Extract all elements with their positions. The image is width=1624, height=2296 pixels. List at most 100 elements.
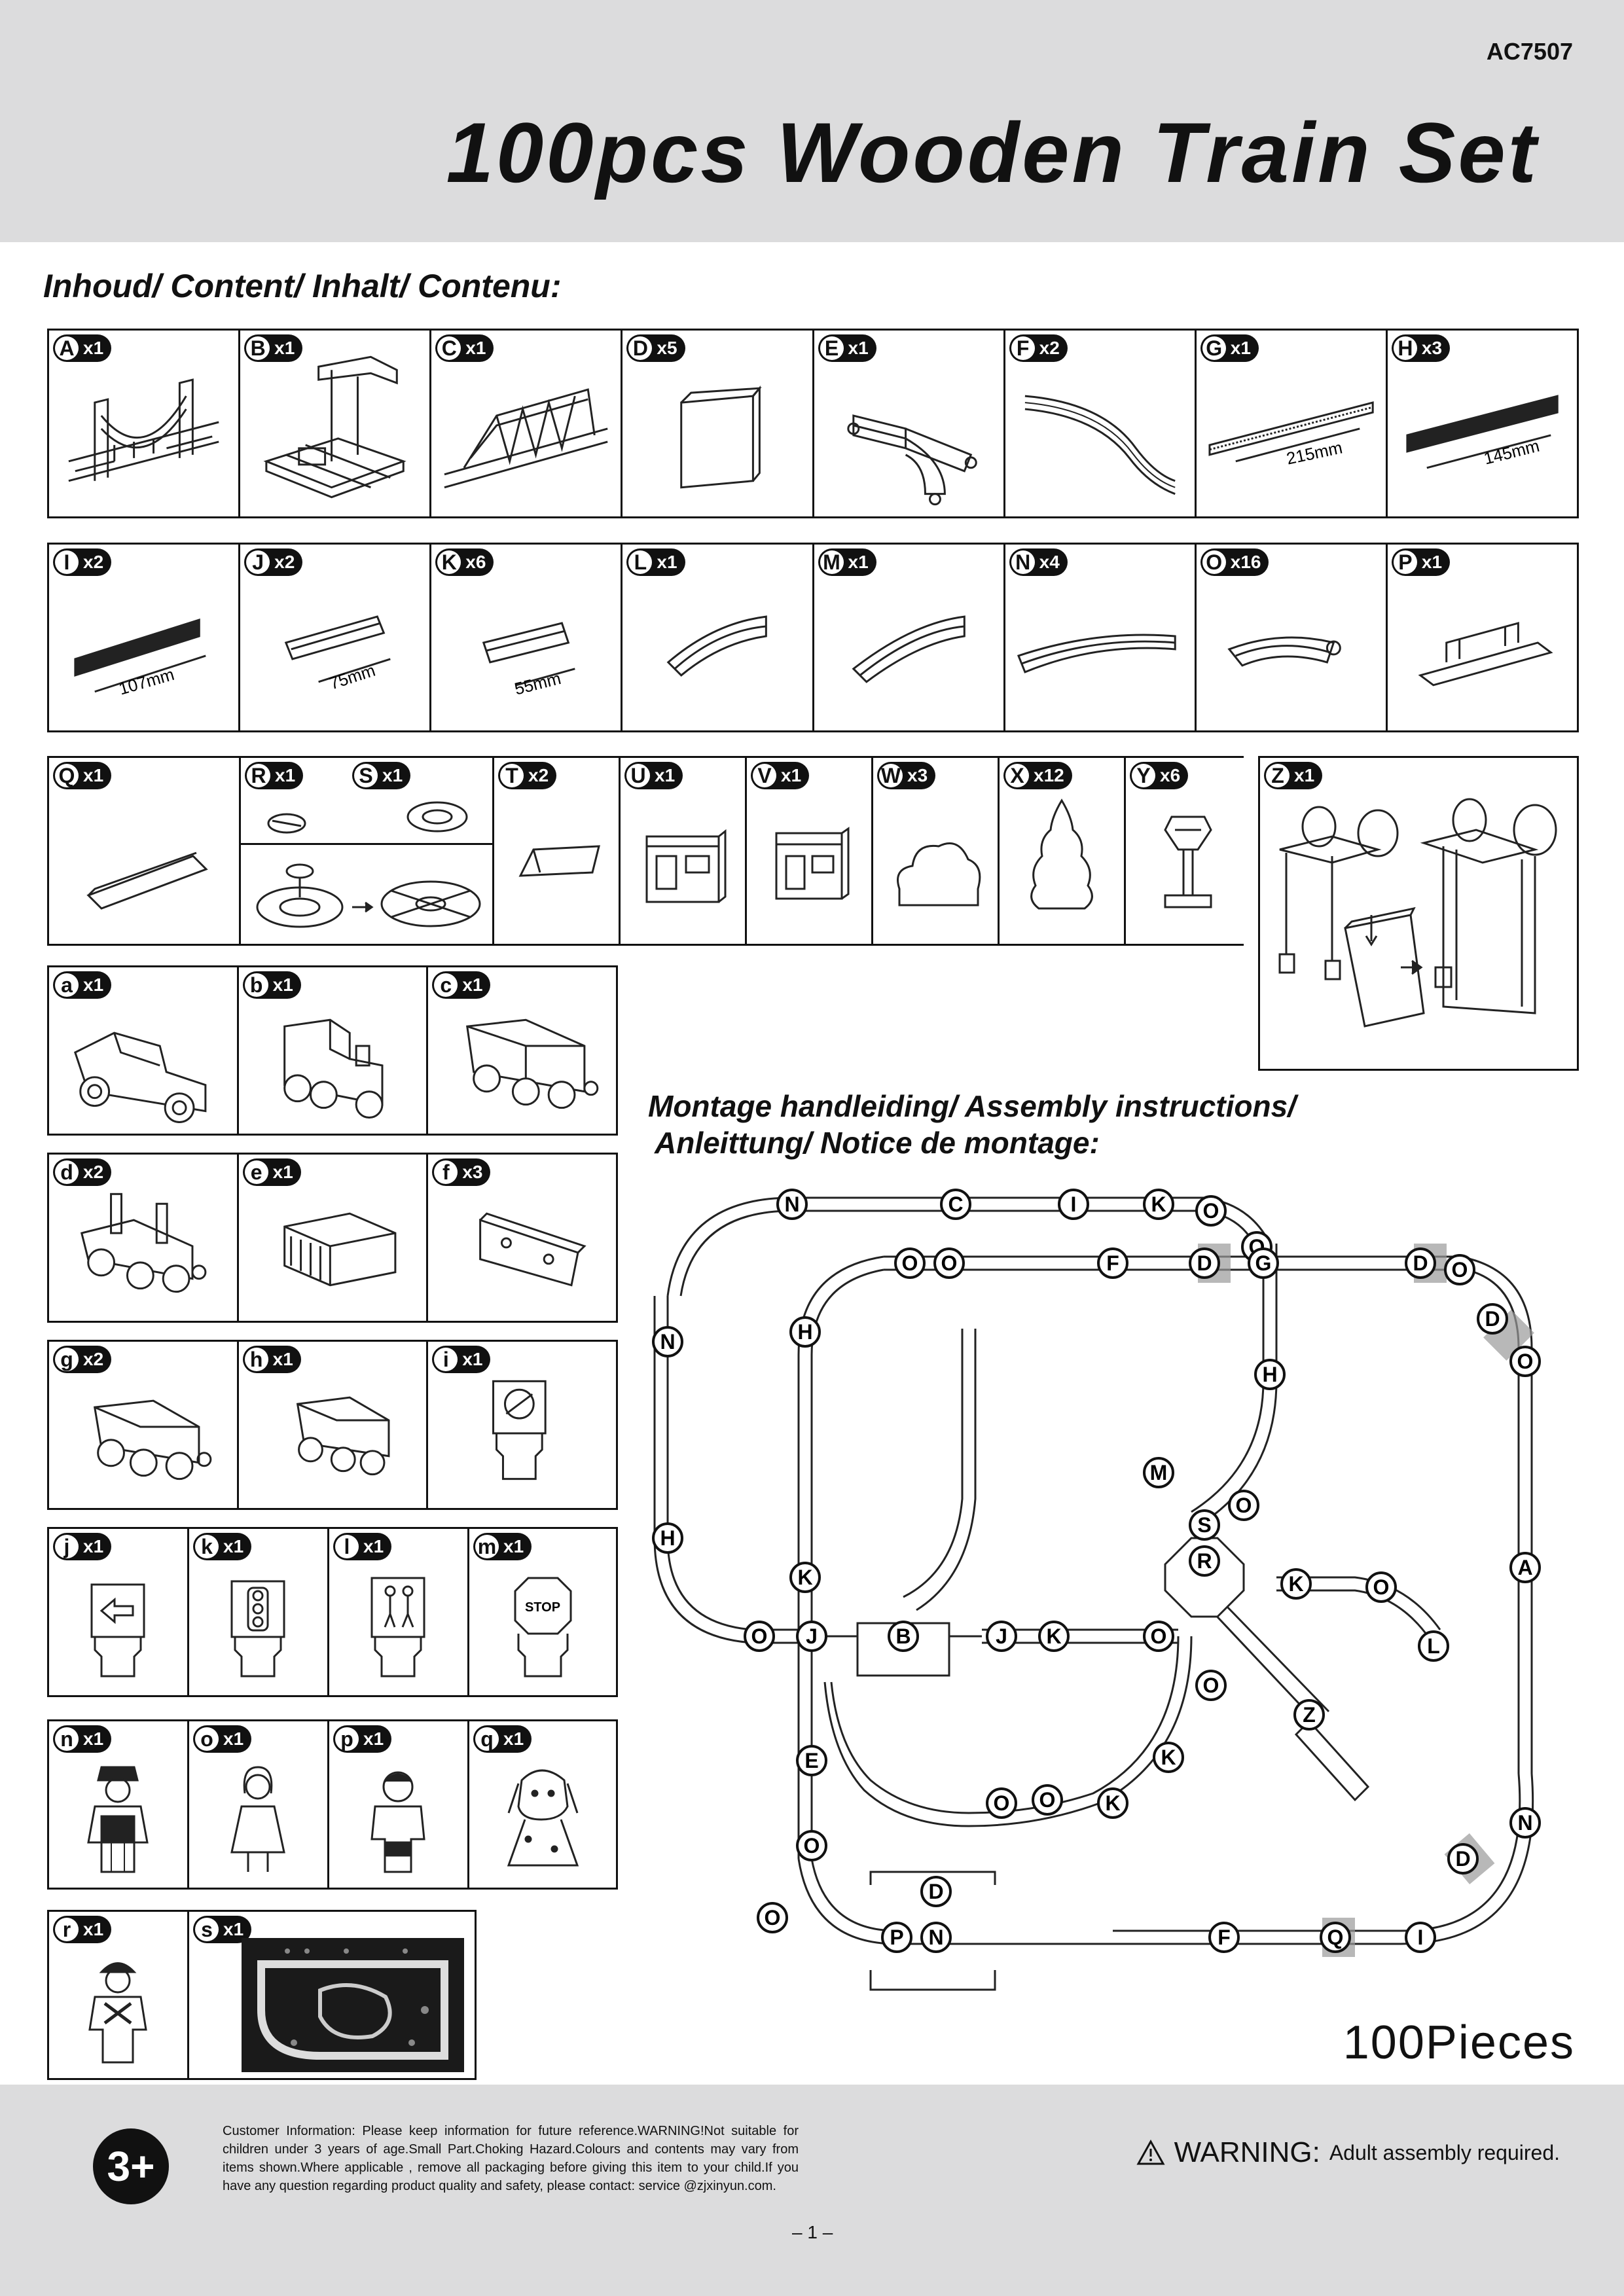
track-label-circle xyxy=(888,1621,919,1652)
track-label-circle xyxy=(1143,1189,1174,1220)
block-icon xyxy=(680,386,763,489)
track-label: O xyxy=(1452,1258,1468,1282)
assembly-heading: Montage handleiding/ Assembly instructio… xyxy=(648,1088,1296,1161)
track-label: K xyxy=(1288,1572,1303,1596)
product-title: 100pcs Wooden Train Set xyxy=(446,105,1539,200)
boy-figure-icon xyxy=(370,1771,425,1873)
track-label-circle xyxy=(796,1830,827,1861)
pieces-total: 100Pieces xyxy=(1343,2017,1575,2069)
switch-track-icon xyxy=(846,414,977,506)
turntable-parts-icon xyxy=(267,801,468,834)
track-label-circle xyxy=(1189,1509,1220,1541)
crane-icon xyxy=(1278,798,1557,1028)
stop-sign-icon: STOP xyxy=(514,1577,572,1677)
track-label-circle xyxy=(1143,1621,1174,1652)
track-label: L xyxy=(1427,1634,1440,1658)
pedestrian-sign-icon xyxy=(370,1577,425,1677)
track-label-circle xyxy=(1509,1346,1541,1377)
track-label-circle xyxy=(1195,1670,1227,1701)
track-label: O xyxy=(1373,1575,1390,1599)
track-label-circle xyxy=(1280,1568,1312,1600)
track-label: O xyxy=(1039,1788,1056,1812)
track-label-circle xyxy=(1477,1303,1508,1335)
track-label-circle xyxy=(1208,1922,1240,1953)
track-label-circle xyxy=(1097,1247,1128,1279)
track-label: D xyxy=(1485,1307,1500,1331)
track-label-circle xyxy=(1038,1621,1070,1652)
footer-band xyxy=(0,2085,1624,2296)
track-label: K xyxy=(1151,1193,1166,1216)
track-label: A xyxy=(1517,1556,1532,1579)
play-mat-icon xyxy=(242,1938,464,2072)
street-lamp-icon xyxy=(1164,816,1212,908)
cafe-sign-icon xyxy=(492,1380,547,1480)
track-label-circle xyxy=(1405,1922,1436,1953)
track-label-circle xyxy=(920,1876,952,1907)
track-label-circle xyxy=(1254,1359,1286,1390)
wagon-icon xyxy=(466,1018,599,1109)
track-label-circle xyxy=(1195,1195,1227,1227)
small-curve-icon xyxy=(1227,636,1341,667)
track-label: G xyxy=(1255,1251,1272,1275)
track-label-circle xyxy=(789,1316,821,1348)
arrow-sign-icon xyxy=(90,1583,145,1677)
track-label: M xyxy=(1150,1461,1168,1484)
track-label: B xyxy=(895,1624,911,1648)
track-label: O xyxy=(1517,1350,1534,1373)
track-label: I xyxy=(1418,1926,1424,1949)
turntable-assembly-icon xyxy=(256,863,481,928)
track-label: O xyxy=(765,1906,781,1929)
track-label: K xyxy=(1105,1791,1120,1815)
assembly-heading-line2: Anleittung/ Notice de montage: xyxy=(655,1126,1100,1160)
bridge-icon xyxy=(68,378,219,482)
track-label: Z xyxy=(1303,1703,1316,1727)
ramp-piece-icon xyxy=(86,852,208,910)
customer-info: Customer Information: Please keep inform… xyxy=(223,2124,799,2193)
length-label: 145mm xyxy=(1482,437,1542,469)
long-curve-icon xyxy=(1017,634,1176,673)
track-label: H xyxy=(660,1526,675,1550)
track-label-circle xyxy=(789,1562,821,1593)
bush-icon xyxy=(897,842,981,906)
track-label-circle xyxy=(652,1326,683,1357)
track-label-circle xyxy=(1143,1457,1174,1488)
track-label-circle xyxy=(1447,1843,1479,1874)
track-label-circle xyxy=(894,1247,926,1279)
warning-word: WARNING: xyxy=(1174,2136,1320,2168)
track-label: J xyxy=(996,1624,1007,1648)
